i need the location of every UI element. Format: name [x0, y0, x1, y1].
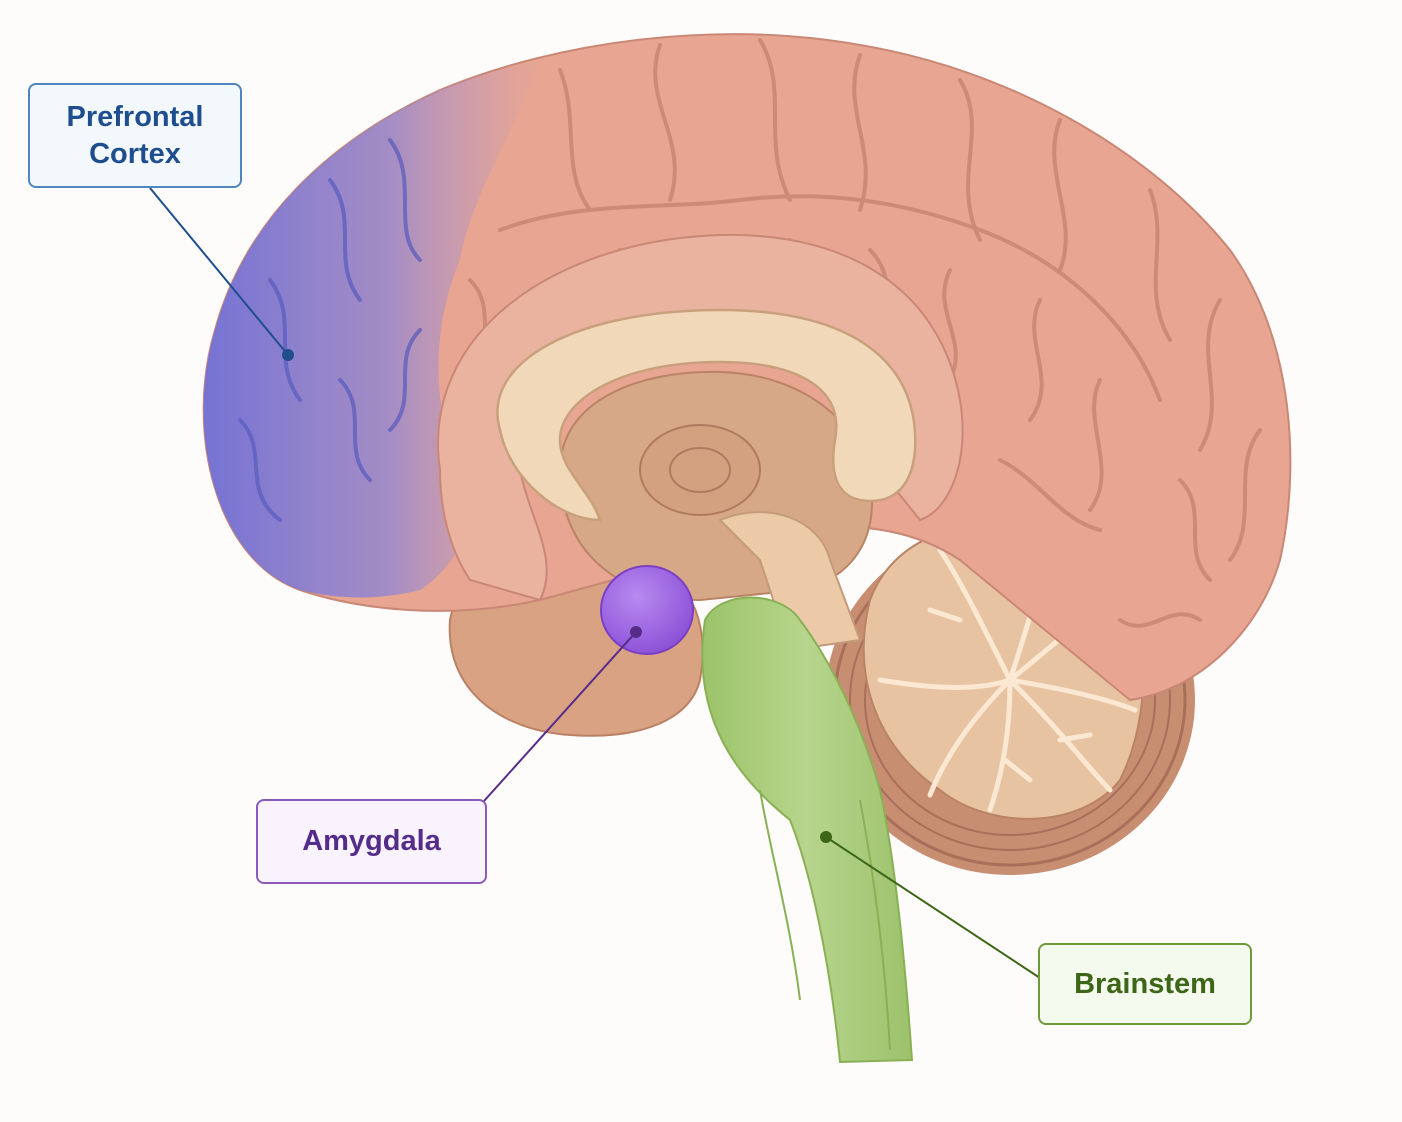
prefrontal-cortex-region: [203, 62, 540, 598]
amygdala-label: Amygdala: [256, 799, 487, 884]
prefrontal-cortex-label: Prefrontal Cortex: [28, 83, 242, 188]
brainstem: [701, 596, 914, 1064]
leader-amygdala: [483, 626, 642, 802]
brainstem-label: Brainstem: [1038, 943, 1252, 1025]
brainstem-contour: [759, 789, 801, 1001]
amygdala: [600, 565, 694, 655]
corpus-callosum: [496, 308, 917, 522]
midbrain: [718, 511, 862, 652]
leader-brainstem: [820, 831, 1041, 979]
brainstem-contour: [859, 799, 891, 1051]
prefrontal-gyri: [238, 138, 422, 522]
thalamus: [639, 424, 761, 516]
leader-prefrontal: [149, 187, 294, 361]
